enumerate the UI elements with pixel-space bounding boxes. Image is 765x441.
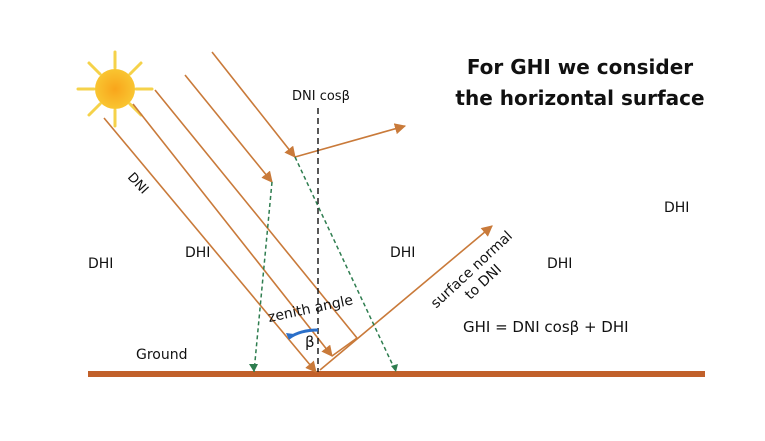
dni-ray-4 bbox=[184, 74, 273, 183]
dni-ray-3 bbox=[154, 89, 358, 339]
dni-cos-beta-label: DNI cosβ bbox=[292, 89, 350, 104]
projection-line-right bbox=[294, 156, 397, 373]
sun-icon bbox=[76, 50, 154, 128]
title-line-2: the horizontal surface bbox=[455, 86, 705, 110]
surface-normal-arrow bbox=[319, 225, 493, 371]
dhi-label-5: DHI bbox=[664, 200, 690, 216]
projection-arrowhead-left bbox=[249, 364, 258, 372]
dni-ray-2 bbox=[132, 103, 333, 357]
dni-ray-5 bbox=[211, 51, 296, 158]
ray-connector bbox=[331, 337, 358, 357]
dhi-label-4: DHI bbox=[547, 256, 573, 272]
title-line-1: For GHI we consider bbox=[466, 55, 694, 79]
ghi-equation: GHI = DNI cosβ + DHI bbox=[463, 318, 629, 336]
dhi-label-2: DHI bbox=[185, 245, 211, 261]
dni-ray-1 bbox=[103, 117, 317, 373]
diagram-title: For GHI we consider the horizontal surfa… bbox=[445, 52, 715, 114]
zenith-arc-arrowhead bbox=[286, 333, 294, 340]
dhi-label-3: DHI bbox=[390, 245, 416, 261]
beta-label: β bbox=[305, 333, 315, 351]
dhi-label-1: DHI bbox=[88, 256, 114, 272]
projection-arrowhead-right bbox=[391, 364, 398, 372]
reflected-ray bbox=[294, 123, 407, 158]
projection-line-left bbox=[253, 181, 273, 373]
ground-label: Ground bbox=[136, 347, 188, 363]
